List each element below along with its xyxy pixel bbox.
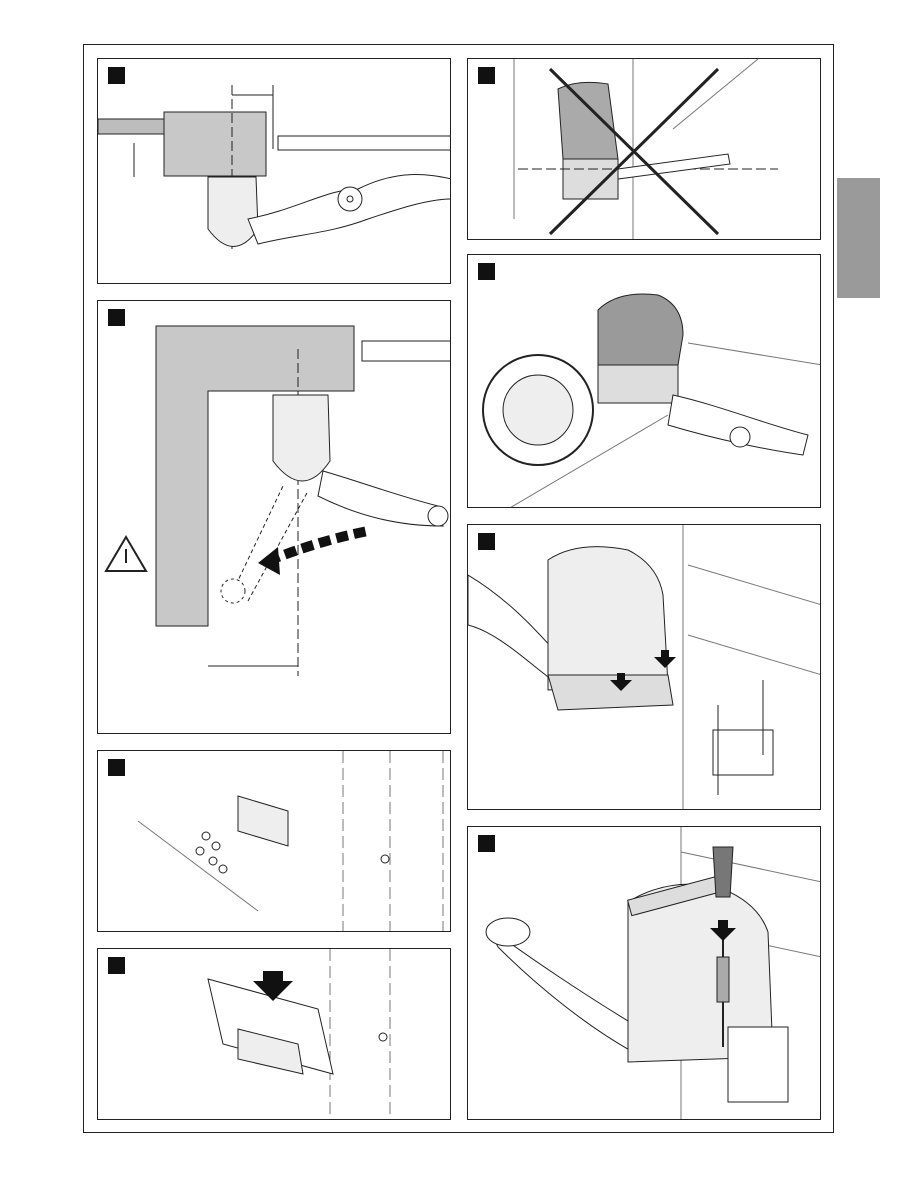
figure-badge bbox=[108, 67, 125, 84]
figure-badge bbox=[478, 263, 495, 280]
figure-badge bbox=[478, 835, 495, 852]
figure-badge bbox=[108, 957, 125, 974]
figure-7 bbox=[467, 524, 821, 810]
figure-8 bbox=[467, 826, 821, 1120]
figure-5 bbox=[467, 58, 821, 240]
figure-badge bbox=[108, 759, 125, 776]
spirit-level-icon bbox=[98, 949, 451, 1120]
bracket-icon bbox=[98, 751, 451, 932]
figure-1 bbox=[97, 58, 451, 284]
figure-badge bbox=[478, 533, 495, 550]
figure-2 bbox=[97, 300, 451, 734]
figure-badge bbox=[478, 67, 495, 84]
gear-limit-detail-icon bbox=[483, 355, 593, 465]
figure-badge bbox=[108, 309, 125, 326]
motor-arm-icon bbox=[98, 59, 451, 284]
figure-4 bbox=[97, 948, 451, 1120]
figure-3 bbox=[97, 750, 451, 932]
section-edge-tab bbox=[837, 178, 880, 298]
figure-6 bbox=[467, 254, 821, 508]
warning-triangle-icon bbox=[106, 537, 146, 571]
